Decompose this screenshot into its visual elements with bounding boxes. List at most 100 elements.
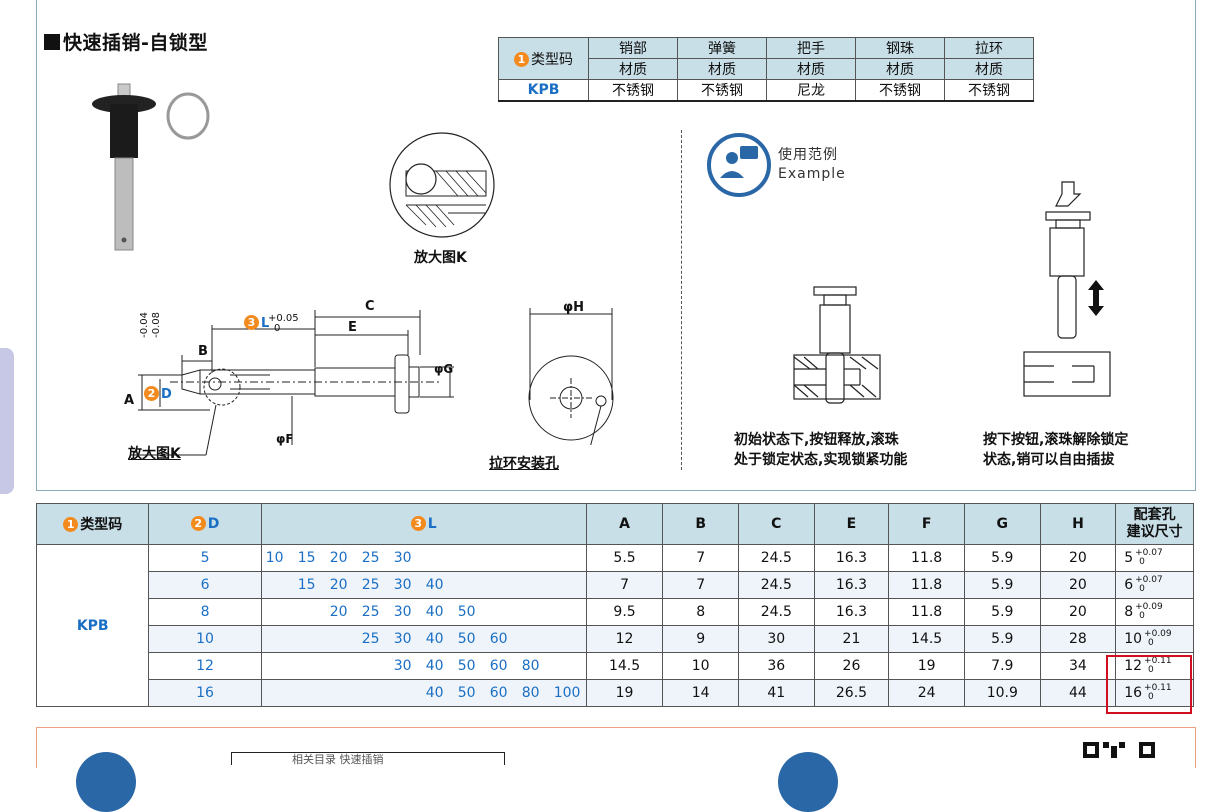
l-value: 60 bbox=[489, 685, 508, 701]
g-cell: 5.9 bbox=[963, 625, 1041, 653]
mat-subheader: 材质 bbox=[677, 58, 767, 80]
fit-value: 10 bbox=[1124, 631, 1143, 647]
tol-l-zero: 0 bbox=[274, 323, 281, 334]
bottom-box: 相关目录 快速插销 bbox=[231, 752, 505, 766]
tol-up: +0.09 bbox=[1135, 602, 1163, 612]
b-cell: 10 bbox=[662, 652, 739, 680]
l-value: 50 bbox=[457, 604, 476, 620]
e-cell: 26 bbox=[813, 652, 890, 680]
bottom-circle-icon bbox=[76, 752, 136, 812]
fit-value: 16 bbox=[1124, 685, 1143, 701]
fit-value: 8 bbox=[1124, 604, 1134, 620]
dim-c: C bbox=[365, 299, 375, 314]
dim-a: A bbox=[124, 393, 135, 408]
qr-code-icon[interactable] bbox=[1083, 738, 1157, 758]
tol-low: 0 bbox=[1139, 584, 1145, 594]
double-arrow-icon bbox=[1088, 280, 1104, 316]
c-cell: 30 bbox=[737, 625, 815, 653]
mat-col-header: 钢珠 bbox=[855, 37, 945, 59]
e-cell: 16.3 bbox=[813, 598, 890, 626]
page-title: 快速插销-自锁型 bbox=[44, 28, 208, 55]
col-header-fit-2: 建议尺寸 bbox=[1126, 524, 1183, 540]
l-value: 20 bbox=[329, 550, 348, 566]
d-cell: 10 bbox=[148, 625, 262, 653]
handle-body bbox=[110, 104, 138, 158]
col-header-d-text: D bbox=[207, 516, 220, 532]
tol-d-1: -0.04 bbox=[139, 312, 150, 338]
b-cell: 7 bbox=[662, 571, 739, 599]
dimension-drawing bbox=[130, 310, 454, 456]
mat-subheader: 材质 bbox=[944, 58, 1034, 80]
fit-value: 6 bbox=[1124, 577, 1134, 593]
tol-low: 0 bbox=[1148, 638, 1154, 648]
top-frame bbox=[36, 0, 1196, 491]
example-initial-diagram bbox=[793, 286, 881, 404]
g-cell: 10.9 bbox=[963, 679, 1041, 707]
f-cell: 19 bbox=[888, 652, 965, 680]
a-cell: 12 bbox=[585, 625, 664, 653]
l-value: 50 bbox=[457, 685, 476, 701]
f-cell: 11.8 bbox=[888, 544, 965, 572]
d-cell: 16 bbox=[148, 679, 262, 707]
tol-low: 0 bbox=[1139, 557, 1145, 567]
tol-low: 0 bbox=[1139, 611, 1145, 621]
h-cell: 28 bbox=[1039, 625, 1117, 653]
d-cell: 8 bbox=[148, 598, 262, 626]
mat-value: 尼龙 bbox=[766, 79, 856, 102]
l-value: 40 bbox=[425, 658, 444, 674]
example-text-left-2: 处于锁定状态,实现锁紧功能 bbox=[734, 452, 908, 468]
enlarged-label-2: 放大图K bbox=[128, 446, 181, 462]
example-user-icon bbox=[707, 133, 771, 197]
h-cell: 44 bbox=[1039, 679, 1117, 707]
ball-detent bbox=[121, 237, 127, 243]
bottom-circle-icon bbox=[778, 752, 838, 812]
tol-up: +0.09 bbox=[1144, 629, 1172, 639]
g-cell: 5.9 bbox=[963, 544, 1041, 572]
l-value: 15 bbox=[297, 577, 316, 593]
mat-subheader: 材质 bbox=[855, 58, 945, 80]
l-value: 25 bbox=[361, 577, 380, 593]
l-value: 25 bbox=[361, 604, 380, 620]
mat-col-header: 把手 bbox=[766, 37, 856, 59]
bottom-frame bbox=[36, 727, 1196, 768]
tol-d-2: -0.08 bbox=[151, 312, 162, 338]
e-cell: 16.3 bbox=[813, 571, 890, 599]
f-cell: 11.8 bbox=[888, 571, 965, 599]
col-header-a: A bbox=[585, 503, 664, 545]
dim-e: E bbox=[348, 320, 357, 335]
l-value: 30 bbox=[393, 658, 412, 674]
l-value: 10 bbox=[265, 550, 284, 566]
col-header-h: H bbox=[1039, 503, 1117, 545]
b-cell: 8 bbox=[662, 598, 739, 626]
l-value: 30 bbox=[393, 604, 412, 620]
tol-up: +0.07 bbox=[1135, 548, 1163, 558]
f-cell: 24 bbox=[888, 679, 965, 707]
num-badge: 3 bbox=[410, 516, 426, 531]
side-tab[interactable] bbox=[0, 348, 14, 494]
c-cell: 24.5 bbox=[737, 571, 815, 599]
col-header-fit-1: 配套孔 bbox=[1133, 507, 1176, 523]
f-cell: 11.8 bbox=[888, 598, 965, 626]
tol-l-plus: +0.05 bbox=[268, 313, 299, 324]
a-cell: 9.5 bbox=[585, 598, 664, 626]
d-cell: 6 bbox=[148, 571, 262, 599]
example-pressed-diagram bbox=[1023, 181, 1111, 397]
ring-hole-view bbox=[528, 308, 614, 445]
tol-low: 0 bbox=[1148, 692, 1154, 702]
e-cell: 16.3 bbox=[813, 544, 890, 572]
a-cell: 5.5 bbox=[585, 544, 664, 572]
example-text-right-2: 状态,销可以自由插拔 bbox=[983, 452, 1115, 468]
